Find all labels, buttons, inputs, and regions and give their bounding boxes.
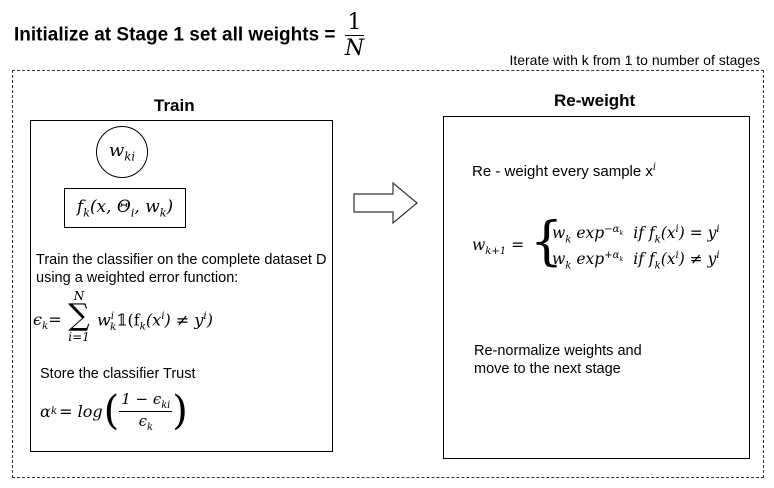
alpha-num: 1 − ϵ [121, 389, 162, 408]
case1-w-sub: k [565, 234, 572, 246]
weight-node-symbol: w [108, 140, 125, 162]
classifier-f: f [76, 196, 84, 217]
alpha-eq-log: = log [59, 401, 103, 421]
sum-lower: i=1 [68, 330, 90, 344]
alpha-lhs-sub: k [50, 405, 58, 417]
reweight-brace: { [530, 212, 564, 272]
alpha-lhs: α [40, 401, 51, 421]
reweight-lhs-sub: k+1 [485, 246, 507, 258]
normalize-line2: move to the next stage [474, 361, 621, 377]
case1-cond3: ) = y [678, 224, 717, 243]
error-indicator-sub: k [139, 320, 146, 333]
case2-w-sub: k [565, 260, 572, 272]
case1-cond2: (x [660, 224, 676, 243]
title-text: Initialize at Stage 1 set all weights = [14, 24, 336, 46]
reweight-box [443, 116, 750, 459]
reweight-instruction: Re - weight every sample xi [472, 162, 656, 180]
case1-exp-sup: −α [604, 224, 620, 235]
iteration-loop-frame [12, 70, 764, 478]
error-close: ) [206, 310, 213, 330]
alpha-paren-close: ) [172, 388, 188, 434]
error-weight-sup: i [110, 310, 115, 322]
error-paren: (x [145, 310, 162, 330]
train-title: Train [154, 96, 195, 115]
error-weight: w [97, 310, 111, 330]
normalize-line1: Re-normalize weights and [474, 343, 642, 359]
reweight-title: Re-weight [554, 91, 636, 110]
classifier-w-sub: k [159, 206, 167, 220]
error-lhs-sub: k [41, 320, 49, 333]
error-eq: = [48, 310, 62, 329]
alpha-num-sub: ki [161, 399, 171, 411]
case1-cond: if f [633, 224, 655, 243]
case2-exp: exp [576, 250, 605, 269]
alpha-den-sub: k [146, 421, 153, 433]
error-lhs: ϵ [33, 310, 42, 329]
classifier-f-sub: k [83, 206, 90, 220]
error-weight-sub: k [110, 320, 117, 333]
case2-w: w [552, 250, 566, 269]
error-neq-sup: i [203, 310, 207, 322]
title-fraction: 1 N [344, 10, 365, 61]
reweight-eq: = [511, 236, 525, 254]
error-indicator: 𝟙(f [116, 310, 140, 330]
diagram-title: Initialize at Stage 1 set all weights = … [14, 10, 365, 61]
case1-exp-sup-sub: k [619, 229, 624, 238]
sum-upper: N [73, 289, 85, 303]
sum-symbol: ∑ [68, 298, 90, 333]
classifier-args2: , w [134, 196, 160, 217]
title-frac-num: 1 [344, 10, 365, 36]
train-description: Train the classifier on the complete dat… [36, 251, 326, 287]
case1-cond3-sup: i [716, 224, 720, 235]
error-paren-sup: i [161, 310, 165, 322]
train-desc-line2: using a weighted error function: [36, 270, 239, 286]
flow-arrow-icon [353, 181, 418, 225]
error-neq: ) ≠ y [164, 310, 204, 330]
case2-cond2-sup: i [675, 250, 679, 261]
reweight-line1-sup: i [652, 162, 657, 173]
case2-cond3-sup: i [716, 250, 720, 261]
case1-cond-sub: k [654, 234, 661, 246]
case2-cond3: ) ≠ y [678, 250, 717, 269]
alpha-paren-open: ( [103, 388, 120, 434]
weight-node-sub: ki [124, 149, 136, 164]
title-frac-den: N [344, 36, 365, 61]
case1-cond2-sup: i [675, 224, 679, 235]
case1-w: w [552, 224, 566, 243]
case2-cond2: (x [660, 250, 676, 269]
classifier-close: ) [166, 196, 174, 217]
alpha-den: ϵ [138, 411, 147, 430]
reweight-line1: Re - weight every sample x [472, 163, 653, 180]
classifier-node: fk(x, Θi, wk) [64, 188, 186, 228]
classifier-args: (x, Θ [89, 196, 131, 217]
trust-label: Store the classifier Trust [40, 366, 196, 382]
case1-exp: exp [576, 224, 605, 243]
normalize-note: Re-normalize weights and move to the nex… [474, 342, 642, 378]
case2-cond: if f [633, 250, 655, 269]
loop-label: Iterate with k from 1 to number of stage… [507, 52, 762, 68]
reweight-lhs: w [472, 236, 486, 254]
weight-node: wki [96, 126, 148, 178]
train-box [30, 120, 333, 452]
alpha-fraction: 1 − ϵki ϵk [119, 389, 173, 433]
reweight-formula: wk+1 = { wk exp−αk if fk(xi) = yi wk exp… [472, 212, 742, 276]
classifier-theta-sub: i [130, 206, 135, 220]
train-desc-line1: Train the classifier on the complete dat… [36, 252, 327, 268]
case2-exp-sup-sub: k [619, 255, 624, 264]
case2-exp-sup: +α [604, 250, 620, 261]
case2-cond-sub: k [654, 260, 661, 272]
